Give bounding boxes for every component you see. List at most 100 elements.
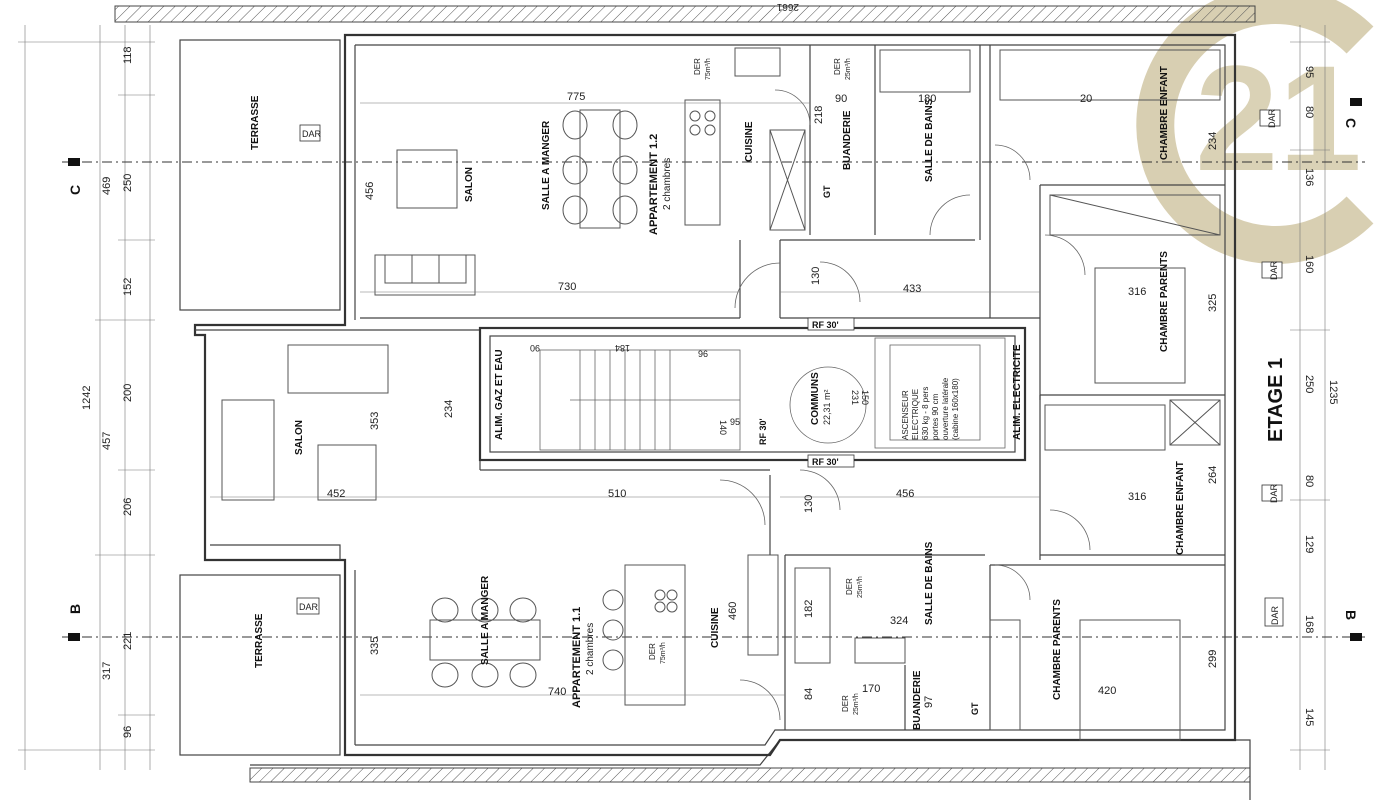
svg-text:DER: DER bbox=[648, 643, 657, 660]
svg-text:95: 95 bbox=[730, 417, 740, 427]
label-sdb-top: SALLE DE BAINS bbox=[924, 98, 935, 182]
svg-text:264: 264 bbox=[1207, 466, 1219, 484]
core-walls bbox=[478, 326, 1027, 462]
svg-text:90: 90 bbox=[835, 93, 847, 105]
svg-text:180: 180 bbox=[918, 93, 936, 105]
label-alim-elec: ALIM. ELECTRICITE bbox=[1012, 344, 1023, 440]
apt-1-1-name: APPARTEMENT 1.1 bbox=[571, 607, 583, 708]
label-buanderie-top: BUANDERIE bbox=[842, 110, 853, 170]
dim-r160: 160 bbox=[1303, 255, 1315, 273]
axis-c-right: C bbox=[1343, 118, 1359, 128]
svg-text:DER: DER bbox=[845, 578, 854, 595]
svg-text:130: 130 bbox=[810, 267, 822, 285]
svg-text:182: 182 bbox=[803, 600, 815, 618]
label-chambre-parents-bottom: CHAMBRE PARENTS bbox=[1052, 599, 1063, 700]
svg-text:DAR: DAR bbox=[1269, 483, 1279, 503]
label-communs: COMMUNS bbox=[810, 372, 821, 425]
svg-text:170: 170 bbox=[862, 683, 880, 695]
svg-text:GT: GT bbox=[970, 702, 980, 715]
dim-r168: 168 bbox=[1303, 615, 1315, 633]
svg-text:RF 30': RF 30' bbox=[758, 418, 768, 445]
label-chambre-parents-top: CHAMBRE PARENTS bbox=[1159, 251, 1170, 352]
label-salon-mid: SALON bbox=[294, 420, 305, 455]
svg-text:218: 218 bbox=[813, 106, 825, 124]
svg-text:456: 456 bbox=[364, 182, 376, 200]
svg-text:150: 150 bbox=[860, 390, 870, 405]
door-swings bbox=[719, 89, 1091, 721]
left-dimensions bbox=[18, 25, 155, 770]
label-sdb-bottom: SALLE DE BAINS bbox=[924, 541, 935, 625]
svg-text:325: 325 bbox=[1207, 294, 1219, 312]
label-salon-top: SALON bbox=[464, 167, 475, 202]
apt-1-2-rooms: 2 chambres bbox=[662, 158, 673, 210]
label-chambre-enfant-top: CHAMBRE ENFANT bbox=[1159, 66, 1170, 160]
svg-text:353: 353 bbox=[369, 412, 381, 430]
svg-text:75m³/h: 75m³/h bbox=[705, 58, 712, 80]
label-buanderie-bottom: BUANDERIE bbox=[912, 670, 923, 730]
axis-b-right: B bbox=[1343, 610, 1359, 620]
svg-text:ouverture latérale: ouverture latérale bbox=[941, 377, 950, 440]
elevator bbox=[874, 337, 1006, 449]
furniture-salon-mid bbox=[221, 344, 389, 501]
bottom-wall-hatch bbox=[249, 767, 1251, 783]
svg-text:234: 234 bbox=[1207, 132, 1219, 150]
svg-text:DER: DER bbox=[833, 58, 842, 75]
svg-text:96: 96 bbox=[698, 349, 708, 359]
apt-1-2-name: APPARTEMENT 1.2 bbox=[648, 134, 660, 235]
label-salle-manger-bottom: SALLE A MANGER bbox=[480, 575, 491, 665]
inner-dimensions: 775 730 510 740 452 456 433 316 316 420 … bbox=[210, 91, 1219, 708]
svg-text:775: 775 bbox=[567, 91, 585, 103]
dim-l250: 250 bbox=[122, 174, 134, 192]
svg-text:portes 90 cm: portes 90 cm bbox=[931, 393, 940, 440]
svg-text:75m³/h: 75m³/h bbox=[660, 642, 667, 664]
dim-r250: 250 bbox=[1303, 375, 1315, 393]
label-terrasse-top: TERRASSE bbox=[250, 95, 261, 150]
svg-text:316: 316 bbox=[1128, 286, 1146, 298]
dim-ll469: 469 bbox=[101, 177, 113, 195]
dim-r95: 95 bbox=[1303, 66, 1315, 78]
svg-text:DER: DER bbox=[841, 695, 850, 712]
dim-l200: 200 bbox=[122, 384, 134, 402]
label-terrasse-bottom: TERRASSE bbox=[254, 613, 265, 668]
svg-text:84: 84 bbox=[803, 688, 815, 700]
dim-l221: 221 bbox=[122, 632, 134, 650]
svg-text:184: 184 bbox=[615, 343, 630, 353]
svg-text:DAR: DAR bbox=[1269, 260, 1279, 280]
apt-1-1-rooms: 2 chambres bbox=[585, 623, 596, 675]
svg-text:730: 730 bbox=[558, 281, 576, 293]
elevator-text: ASCENSEUR ELECTRIQUE 630 kg - 8 pers por… bbox=[901, 377, 960, 440]
svg-text:RF 30': RF 30' bbox=[812, 457, 839, 467]
terrace-top bbox=[179, 39, 341, 311]
ventilation-tags: DAR DAR DAR DAR DAR DAR DER 75m³/h DER 2… bbox=[296, 58, 1284, 715]
dim-r129: 129 bbox=[1303, 535, 1315, 553]
svg-text:510: 510 bbox=[608, 488, 626, 500]
svg-text:452: 452 bbox=[327, 488, 345, 500]
label-cuisine-bottom: CUISINE bbox=[710, 607, 721, 648]
label-alim-gaz: ALIM. GAZ ET EAU bbox=[494, 349, 505, 440]
furniture-apt-1-2 bbox=[374, 47, 1221, 451]
common-landing bbox=[789, 366, 867, 444]
svg-text:460: 460 bbox=[727, 602, 739, 620]
svg-text:97: 97 bbox=[923, 696, 935, 708]
dim-l206: 206 bbox=[122, 498, 134, 516]
svg-text:130: 130 bbox=[803, 495, 815, 513]
dim-r145: 145 bbox=[1303, 708, 1315, 726]
svg-text:DER: DER bbox=[693, 58, 702, 75]
floor-label: ETAGE 1 bbox=[1265, 358, 1287, 442]
svg-text:ELECTRIQUE: ELECTRIQUE bbox=[911, 389, 920, 440]
svg-text:740: 740 bbox=[548, 686, 566, 698]
dim-l96: 96 bbox=[122, 726, 134, 738]
svg-text:ASCENSEUR: ASCENSEUR bbox=[901, 390, 910, 440]
svg-text:DAR: DAR bbox=[299, 602, 319, 612]
label-salle-manger-top: SALLE A MANGER bbox=[541, 120, 552, 210]
svg-text:90: 90 bbox=[530, 343, 540, 353]
outer-walls bbox=[193, 33, 1237, 757]
dim-ll317: 317 bbox=[101, 662, 113, 680]
svg-text:299: 299 bbox=[1207, 650, 1219, 668]
svg-text:140: 140 bbox=[718, 420, 728, 435]
svg-text:DAR: DAR bbox=[1270, 605, 1280, 625]
label-cuisine-top: CUISINE bbox=[744, 121, 755, 162]
svg-text:234: 234 bbox=[443, 400, 455, 418]
room-labels[interactable]: TERRASSE TERRASSE SALON SALON SALLE A MA… bbox=[250, 66, 1186, 730]
dim-top: 2661 bbox=[776, 1, 799, 12]
